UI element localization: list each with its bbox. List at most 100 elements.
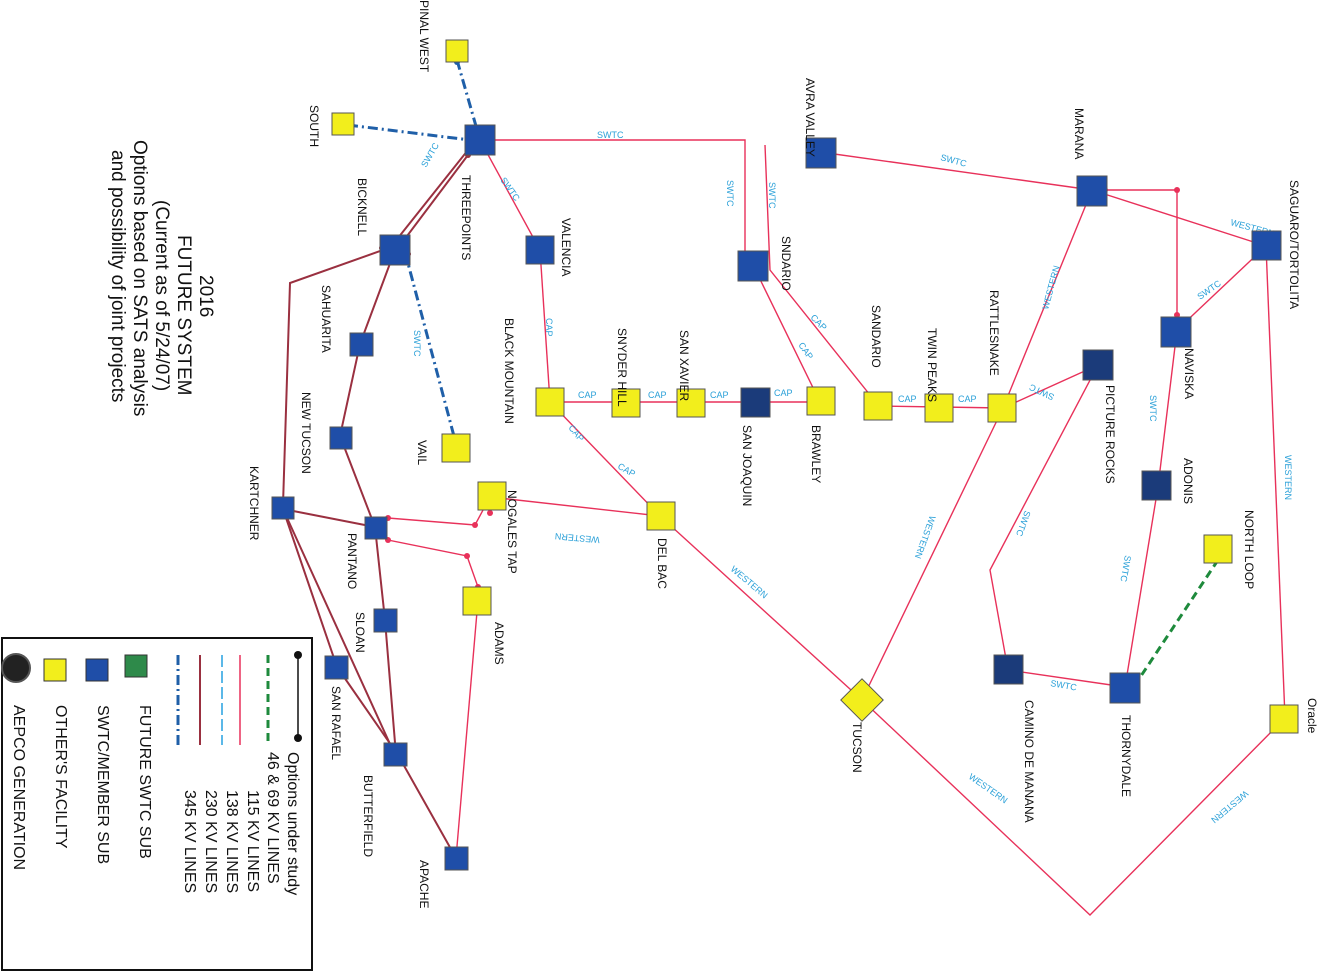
line-115-sndario-brawley <box>752 264 821 403</box>
node-san-joaquin[interactable] <box>740 387 771 418</box>
node-valencia[interactable] <box>525 235 555 265</box>
line-115-threepoints-sndario <box>480 139 746 265</box>
node-kartchner[interactable] <box>271 496 295 520</box>
legend-label-kv230: 230 KV LINES <box>202 790 219 893</box>
line-115-pantano-adams <box>374 526 479 588</box>
label-western-3: WESTERN <box>1283 455 1293 500</box>
line-115-tucson-oracle <box>861 699 1286 916</box>
node-tucson[interactable] <box>840 678 884 722</box>
node-oracle[interactable] <box>1269 704 1299 734</box>
label-san-rafael: SAN RAFAEL <box>329 686 343 760</box>
line-115-rattlesnake-picturerocks <box>1002 364 1099 409</box>
node-brawley[interactable] <box>806 386 836 416</box>
node-twin-peaks[interactable] <box>924 393 954 423</box>
line-115-blackmountain-delbac <box>549 401 661 517</box>
line-115-marana-naviska <box>1105 189 1178 330</box>
node-vail[interactable] <box>441 433 471 463</box>
node-rattlesnake[interactable] <box>987 393 1017 423</box>
legend-swatch-options <box>294 651 302 742</box>
label-adonis: ADONIS <box>1181 458 1195 504</box>
line-115-marana-saguaro <box>1091 189 1267 247</box>
label-saguaro-tortolita: SAGUARO/TORTOLITA <box>1287 180 1301 309</box>
legend-label-member-sub: SWTC/MEMBER SUB <box>94 705 111 864</box>
label-snyder-hill: SNYDER HILL <box>615 328 629 407</box>
line-115-nogales-delbac <box>489 496 661 517</box>
label-valencia: VALENCIA <box>559 218 573 276</box>
label-apache: APACHE <box>417 860 431 908</box>
legend-swatch-generation <box>1 653 31 683</box>
junction-dots <box>280 59 1180 590</box>
node-north-loop[interactable] <box>1203 534 1233 564</box>
node-san-rafael[interactable] <box>324 655 349 680</box>
node-sloan[interactable] <box>373 608 398 633</box>
node-pinal-west[interactable] <box>445 39 469 63</box>
label-oracle: Oracle <box>1305 698 1319 734</box>
label-pinal-west: PINAL WEST <box>417 0 431 73</box>
label-sndario: SNDARIO <box>779 236 793 291</box>
label-marana: MARANA <box>1072 108 1086 159</box>
junction-dot <box>487 510 493 516</box>
label-black-mountain: BLACK MOUNTAIN <box>502 318 516 424</box>
line-115-rattlesnake-marana <box>1002 189 1093 409</box>
node-picture-rocks[interactable] <box>1082 349 1114 381</box>
label-south: SOUTH <box>307 105 321 147</box>
legend-label-kv115: 115 KV LINES <box>244 790 261 892</box>
label-cap-2: CAP <box>578 390 597 400</box>
node-threepoints[interactable] <box>464 124 496 156</box>
node-thornydale[interactable] <box>1109 672 1141 704</box>
label-western-5: WESTERN <box>554 531 600 545</box>
label-cap-5: CAP <box>774 388 793 398</box>
label-san-xavier: SAN XAVIER <box>677 330 691 401</box>
node-butterfield[interactable] <box>383 742 408 767</box>
node-pantano[interactable] <box>364 516 388 540</box>
node-camino-de-manana[interactable] <box>993 654 1024 685</box>
label-thornydale: THORNYDALE <box>1119 715 1133 797</box>
label-brawley: BRAWLEY <box>809 425 823 483</box>
line-230-pantano-butterfield <box>374 526 397 756</box>
node-marana[interactable] <box>1076 175 1108 207</box>
legend-label-options: Options under study <box>284 752 301 895</box>
node-avra-valley[interactable] <box>805 137 837 169</box>
node-nogales-tap[interactable] <box>477 481 507 511</box>
line-115-picturerocks-camino <box>989 364 1099 671</box>
line-115-pantano-nogales <box>374 496 491 528</box>
line-115-sndario-sandario <box>764 144 879 406</box>
junction-dot <box>464 553 470 559</box>
label-adams: ADAMS <box>492 622 506 665</box>
label-del-bac: DEL BAC <box>655 538 669 589</box>
node-naviska[interactable] <box>1160 316 1192 348</box>
node-del-bac[interactable] <box>646 501 676 531</box>
node-adams[interactable] <box>462 586 492 616</box>
node-snyder-hill[interactable] <box>611 388 641 418</box>
label-cap-4: CAP <box>710 390 729 400</box>
transmission-lines <box>282 59 1286 916</box>
node-sandario[interactable] <box>863 391 893 421</box>
label-sloan: SLOAN <box>353 612 367 653</box>
substations <box>271 39 1299 871</box>
label-swtc-5: SWTC <box>767 182 777 209</box>
legend-swatch-future-sub <box>124 654 148 678</box>
title-year: 2016 <box>195 275 216 317</box>
node-sahuarita[interactable] <box>349 332 374 357</box>
line-115-camino-thornydale <box>1007 669 1126 688</box>
label-bicknell: BICKNELL <box>355 178 369 236</box>
node-bicknell[interactable] <box>379 234 411 266</box>
label-avra-valley: AVRA VALLEY <box>803 78 817 157</box>
node-labels: PINAL WEST SOUTH THREEPOINTS BICKNELL VA… <box>247 0 1319 908</box>
line-230-kartchner-butterfield <box>282 508 396 756</box>
line-115-adams-apache <box>455 599 479 859</box>
node-south[interactable] <box>331 112 355 136</box>
label-sahuarita: SAHUARITA <box>319 285 333 353</box>
node-new-tucson[interactable] <box>329 426 353 450</box>
legend-label-future-sub: FUTURE SWTC SUB <box>136 705 153 859</box>
line-230-threepoints-bicknell <box>389 149 469 249</box>
node-black-mountain[interactable] <box>535 387 565 417</box>
node-adonis[interactable] <box>1141 470 1172 501</box>
node-apache[interactable] <box>444 846 469 871</box>
node-saguaro-tortolita[interactable] <box>1251 230 1282 261</box>
label-threepoints: THREEPOINTS <box>459 175 473 260</box>
node-san-xavier[interactable] <box>676 388 706 418</box>
node-sndario[interactable] <box>737 250 769 282</box>
label-swtc-1: SWTC <box>597 130 624 140</box>
